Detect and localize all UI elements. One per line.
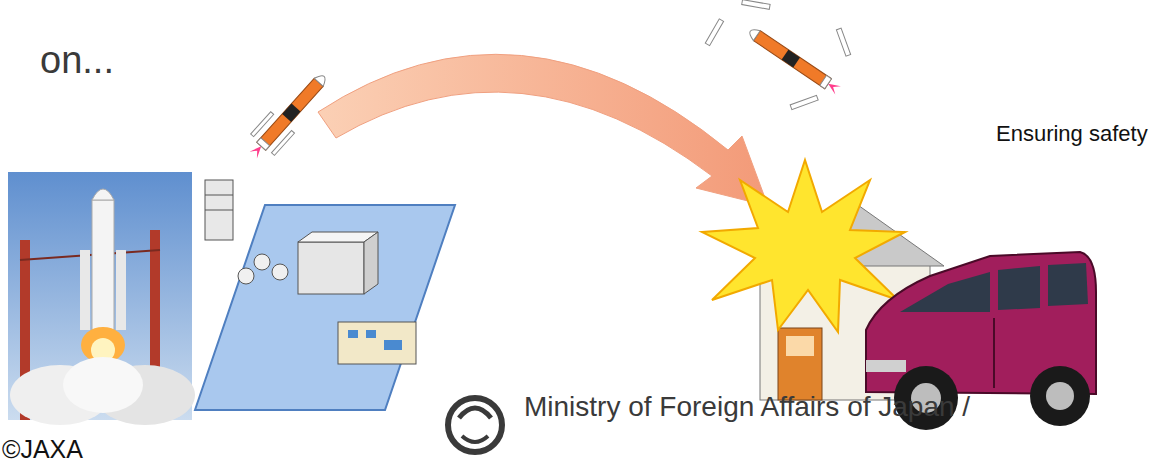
debris-part [705, 19, 723, 46]
rocket-failing-part [747, 26, 842, 95]
launch-site-part [338, 322, 416, 364]
launch-photo-part [92, 189, 114, 200]
label-text: Ensuring safety [996, 122, 1148, 146]
launch-site-part [384, 340, 402, 350]
ministry-logo [448, 398, 502, 452]
rocket-failing [747, 26, 842, 95]
launch-site-part [205, 195, 233, 196]
minivan-part [998, 266, 1040, 310]
label-text: on... [40, 40, 114, 82]
launch-site-part [205, 180, 233, 240]
ministry-logo-part [448, 398, 502, 452]
rocket-launched-part [249, 72, 329, 159]
house-part [778, 328, 822, 400]
debris-part [790, 95, 818, 109]
launch-photo-part [63, 357, 143, 413]
minivan-part [1046, 382, 1074, 410]
explosion [702, 160, 905, 332]
debris [705, 0, 850, 110]
launch-site-part [195, 205, 455, 410]
minivan-part [900, 272, 990, 312]
rocket-launched-part [251, 112, 274, 137]
launch-site-part [254, 254, 270, 270]
launch-photo [8, 172, 195, 425]
launch-site [195, 180, 455, 410]
minivan-part [866, 360, 906, 372]
rocket-launched [241, 66, 336, 166]
minivan-part [1048, 263, 1088, 306]
launch-photo-part [92, 200, 114, 330]
launch-site-part [272, 264, 288, 280]
launch-site-part [364, 232, 378, 294]
minivan-part [993, 318, 995, 388]
label-text: Ministry of Foreign Affairs of Japan / [524, 392, 970, 423]
minivan-part [1030, 366, 1090, 426]
launch-site-part [348, 330, 358, 338]
launch-photo-part [116, 250, 126, 330]
house-part [786, 336, 814, 356]
debris-part [742, 0, 770, 9]
launch-site-part [238, 268, 254, 284]
launch-photo-part [80, 250, 90, 330]
label-text: ©JAXA [2, 436, 83, 464]
launch-site-part [366, 330, 376, 338]
launch-site-part [298, 242, 364, 294]
ministry-logo-part [462, 436, 488, 442]
launch-site-part [205, 210, 233, 211]
debris-part [836, 28, 850, 56]
trajectory-arrow [318, 54, 768, 206]
rocket-launched-part [271, 130, 294, 155]
ministry-logo-part [459, 408, 491, 418]
